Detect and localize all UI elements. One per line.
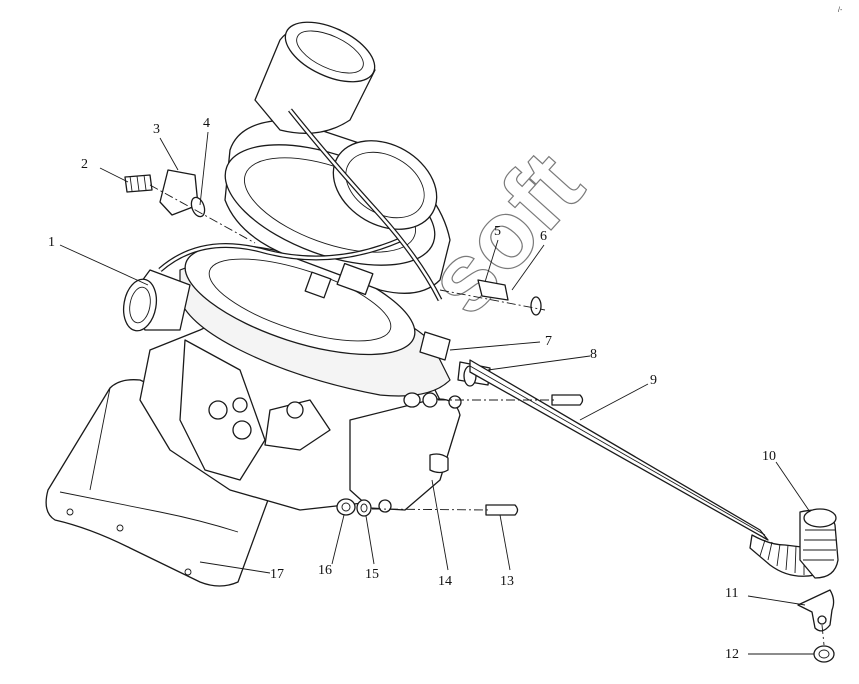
parts-13-15-16-fasteners [336,498,519,517]
callout-13: 13 [500,574,514,589]
callout-16: 16 [318,563,332,578]
pipe-bellows [749,508,839,579]
parts-5-6-banjo [439,279,546,316]
callout-1: 1 [48,235,55,250]
callout-3: 3 [153,122,160,137]
callout-9: 9 [650,373,657,388]
corner-mark: /- [838,7,843,14]
callout-17: 17 [270,567,284,582]
callout-4: 4 [203,116,210,131]
callout-5: 5 [494,224,501,239]
callout-labels: 1 2 3 4 5 6 7 8 9 10 11 12 13 14 15 16 1… [48,116,776,662]
leader-lines [59,131,814,655]
callout-8: 8 [590,347,597,362]
callout-12: 12 [725,647,739,662]
callout-15: 15 [365,567,379,582]
callout-11: 11 [725,586,738,601]
part-1-flange [122,269,191,332]
part-11-clip [797,589,835,632]
parts-2-3-4-fitting [124,169,256,244]
callout-2: 2 [81,157,88,172]
part-9-pipe [469,359,839,579]
callout-10: 10 [762,449,776,464]
callout-7: 7 [545,334,552,349]
upper-fasteners [403,392,584,408]
callout-6: 6 [540,229,547,244]
callout-14: 14 [438,574,452,589]
